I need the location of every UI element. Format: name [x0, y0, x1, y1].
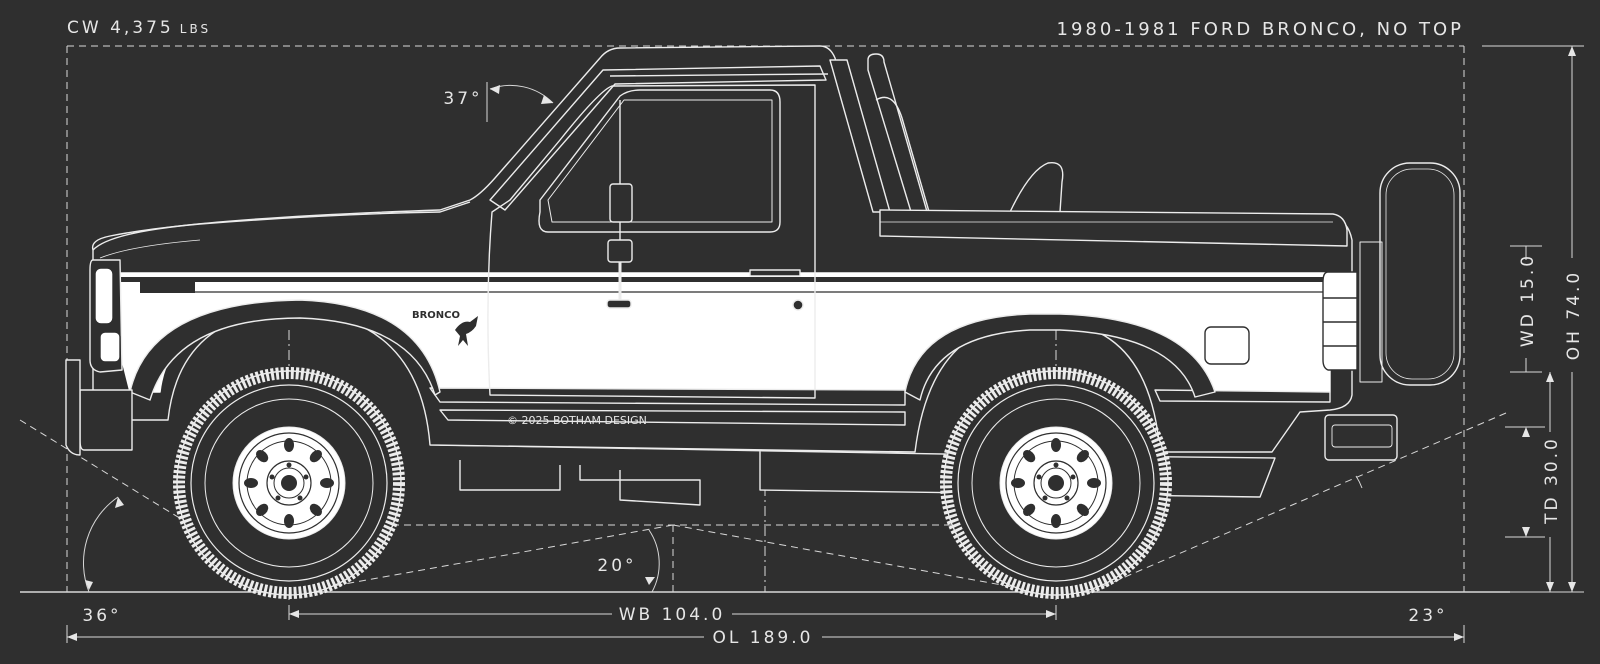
wheel-diameter-label: WD 15.0	[1518, 253, 1538, 347]
roll-bar	[867, 53, 929, 216]
tire-carrier	[1359, 241, 1383, 383]
breakover-line-rear	[672, 524, 1041, 593]
side-mirror	[609, 183, 633, 223]
front-fender-flare	[129, 299, 441, 401]
door-window	[538, 89, 781, 233]
overall-length-label: OL 189.0	[713, 628, 814, 648]
approach-line	[19, 419, 301, 593]
copyright-text: © 2025 BOTHAM DESIGN	[507, 414, 647, 427]
front-wheel	[177, 371, 401, 595]
rear-wheel	[944, 371, 1168, 595]
spare-tire	[1379, 162, 1461, 386]
windshield-angle-label: 37°	[443, 89, 482, 109]
bronco-badge: BRONCO	[412, 310, 460, 321]
parking-light	[99, 331, 121, 363]
bed-rail	[879, 209, 1348, 247]
dimension-arrows	[67, 46, 1576, 641]
horse-logo	[455, 316, 478, 346]
bronco-vehicle	[65, 45, 1461, 506]
windshield-frame	[489, 65, 827, 211]
bumper-end	[65, 359, 81, 456]
model-title: 1980-1981 FORD BRONCO, NO TOP	[1057, 19, 1464, 40]
door-lock	[792, 299, 804, 311]
tail-light	[1322, 271, 1358, 371]
breakover-line-front	[299, 524, 674, 593]
wheelbase-label: WB 104.0	[619, 605, 726, 625]
door-outline	[487, 84, 816, 399]
rocker-stripe-2	[439, 409, 906, 426]
breakover-angle-label: 20°	[597, 556, 636, 576]
departure-line	[1089, 412, 1507, 593]
rear-seat	[1009, 161, 1064, 213]
approach-angle-label: 36°	[82, 606, 121, 626]
door-handle	[749, 269, 801, 277]
tire-diameter-label: TD 30.0	[1542, 436, 1562, 525]
overall-height-label: OH 74.0	[1564, 270, 1584, 360]
headlight	[94, 267, 114, 325]
front-bumper	[79, 389, 133, 451]
rear-fender-flare	[904, 313, 1216, 401]
fuel-door	[1204, 326, 1250, 365]
rear-bumper	[1324, 414, 1398, 461]
front-marker-stripe	[140, 279, 195, 293]
hood-line	[92, 201, 471, 251]
frame-rails	[459, 460, 701, 506]
departure-angle-label: 23°	[1408, 606, 1447, 626]
mirror-mount	[607, 239, 633, 263]
upper-pinstripe	[120, 277, 1330, 282]
front-seat	[875, 96, 931, 216]
